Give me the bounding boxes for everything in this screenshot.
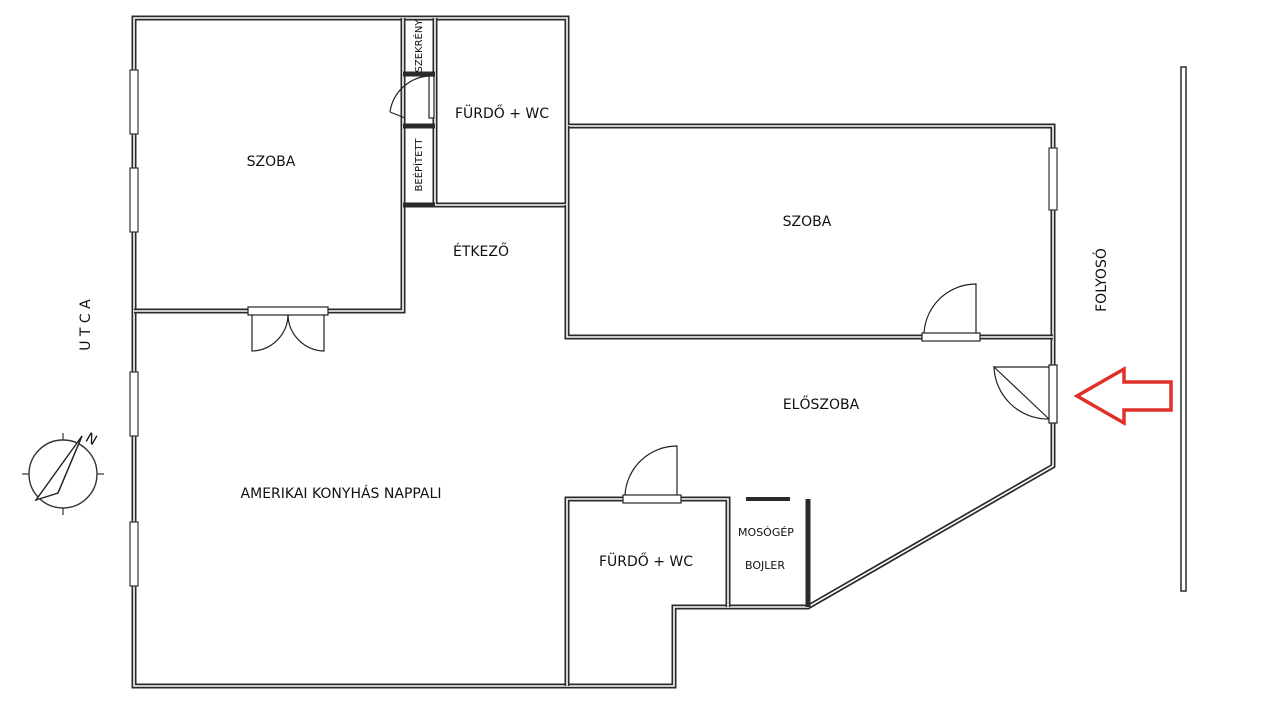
door-swing — [923, 283, 977, 334]
north-letter: N — [83, 430, 100, 449]
window — [129, 69, 139, 135]
window — [129, 371, 139, 437]
label-street: U T C A — [78, 299, 94, 351]
label-hall: ELŐSZOBA — [783, 395, 860, 413]
label-living: AMERIKAI KONYHÁS NAPPALI — [241, 485, 442, 502]
wall-closets — [403, 71, 435, 208]
door-frame — [921, 332, 981, 342]
wall-bath-bottom — [564, 496, 731, 686]
double-door-frame — [247, 306, 329, 316]
compass: N — [22, 430, 104, 515]
label-corridor: FOLYOSÓ — [1092, 248, 1110, 312]
door-swing — [287, 314, 325, 352]
doors — [247, 75, 1058, 504]
label-boiler: BOJLER — [745, 559, 785, 572]
corridor-wall — [1180, 66, 1187, 592]
door-swing — [624, 445, 678, 496]
label-washing-machine: MOSÓGÉP — [738, 526, 794, 539]
label-bath-top: FÜRDŐ + WC — [455, 104, 549, 122]
window — [129, 521, 139, 587]
outer-wall — [131, 15, 1056, 689]
door-swing — [993, 366, 1050, 420]
label-room-top-left: SZOBA — [247, 154, 296, 170]
window — [1048, 147, 1058, 211]
door-swing — [389, 75, 430, 113]
window — [129, 167, 139, 233]
label-wardrobe: SZEKRÉNY — [412, 19, 425, 73]
walls — [131, 15, 1056, 689]
labels: SZOBA FÜRDŐ + WC SZEKRÉNY BEÉPÍTETT ÉTKE… — [78, 19, 1110, 572]
door-frame — [622, 494, 682, 504]
label-bath-bottom: FÜRDŐ + WC — [599, 552, 693, 570]
door-leaf — [428, 75, 435, 119]
label-dining: ÉTKEZŐ — [453, 242, 509, 260]
label-built-in: BEÉPÍTETT — [412, 138, 425, 192]
entrance-door-frame — [1048, 364, 1058, 424]
windows — [129, 69, 1058, 587]
door-swing — [251, 314, 289, 352]
label-room-right: SZOBA — [783, 214, 832, 230]
entrance-arrow — [1073, 365, 1173, 427]
outer-wall-inner-line — [133, 17, 1054, 687]
